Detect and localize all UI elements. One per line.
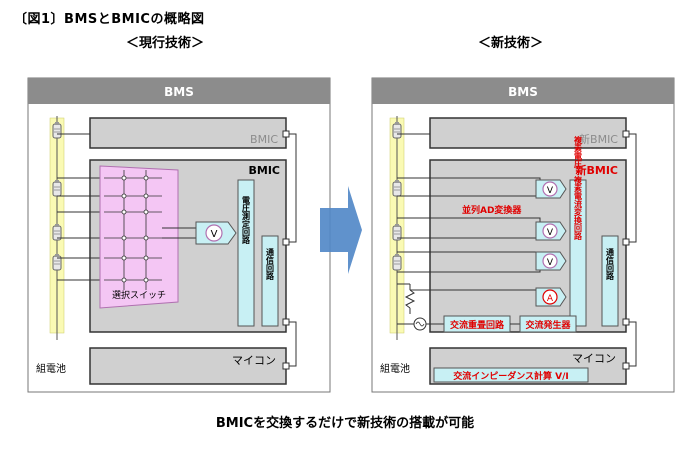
left-cell-2 [52, 179, 62, 197]
left-heading: ＜現行技術＞ [126, 36, 205, 51]
right-cell-4 [392, 253, 402, 271]
right-heading: ＜新技術＞ [478, 36, 544, 51]
right-voltmeter-symbol-1: V [547, 186, 554, 196]
left-cell-1 [52, 121, 62, 139]
right-battery-label: 組電池 [380, 362, 410, 375]
right-voltmeter-icon-3 [542, 253, 558, 269]
right-parallel-ad-label: 並列AD変換器 [462, 204, 522, 216]
right-bmic-main [429, 159, 627, 333]
left-bmic-top [89, 117, 287, 149]
right-ac-generator-box [519, 315, 577, 333]
left-bmic-main-label: BMIC [249, 164, 281, 177]
right-cell-1 [392, 121, 402, 139]
left-bms-label: BMS [164, 85, 194, 99]
left-bmic-top-label: BMIC [250, 133, 278, 146]
right-voltmeters: V V V A [535, 179, 567, 307]
right-ammeter-icon [542, 289, 558, 305]
right-voltmeter-icon-2 [542, 223, 558, 239]
right-bmic-main-label: 新BMIC [576, 163, 619, 177]
left-switch-label: 選択スイッチ [112, 289, 166, 301]
right-impedance-label: 交流インピーダンス計算 V/I [453, 370, 569, 382]
left-comm-circuit-label: 通信回路 [265, 247, 275, 281]
right-measure-circuit-label: 複素電圧・複素電流変換回路 [573, 135, 583, 241]
left-bms-header [28, 78, 330, 104]
left-micom [89, 347, 287, 385]
left-voltmeter-symbol: V [211, 229, 218, 240]
left-comm-circuit [261, 235, 279, 327]
right-voltmeter-symbol-2: V [547, 228, 554, 238]
right-impedance-box [433, 367, 589, 383]
left-battery-label: 組電池 [36, 362, 66, 375]
right-bms-label: BMS [508, 85, 538, 99]
right-measure-circuit [569, 179, 587, 327]
right-voltmeter-symbol-3: V [547, 258, 554, 268]
right-ac-generator-label: 交流発生器 [525, 319, 571, 331]
left-cell-4 [52, 253, 62, 271]
right-micom-label: マイコン [572, 352, 616, 365]
left-bms: BMS 組電池 BMIC BMIC [27, 77, 331, 393]
left-measure-circuit-label: 電圧測定回路 [241, 195, 251, 245]
transition-arrow [320, 186, 362, 274]
left-selection-switch [99, 165, 179, 309]
right-comm-circuit-label: 通信回路 [605, 247, 615, 281]
right-bms-header [372, 78, 674, 104]
right-cell-2 [392, 179, 402, 197]
right-shunt-resistor [397, 283, 416, 314]
right-bmic-top-label: 新BMIC [579, 132, 618, 146]
right-comm-circuit [601, 235, 619, 327]
figure-caption: BMICを交換するだけで新技術の搭載が可能 [215, 416, 475, 431]
right-ac-superpose-label: 交流重畳回路 [450, 319, 505, 331]
right-bms: BMS 組電池 新BMIC 新BMIC 並列AD変換器 [371, 77, 675, 393]
figure-title: 〔図1〕BMSとBMICの概略図 [14, 12, 205, 27]
right-ammeter-symbol: A [547, 294, 554, 304]
right-voltmeter-icon-1 [542, 181, 558, 197]
left-voltmeter-icon [205, 224, 223, 242]
left-micom-label: マイコン [232, 354, 276, 367]
left-measure-circuit [237, 179, 255, 327]
